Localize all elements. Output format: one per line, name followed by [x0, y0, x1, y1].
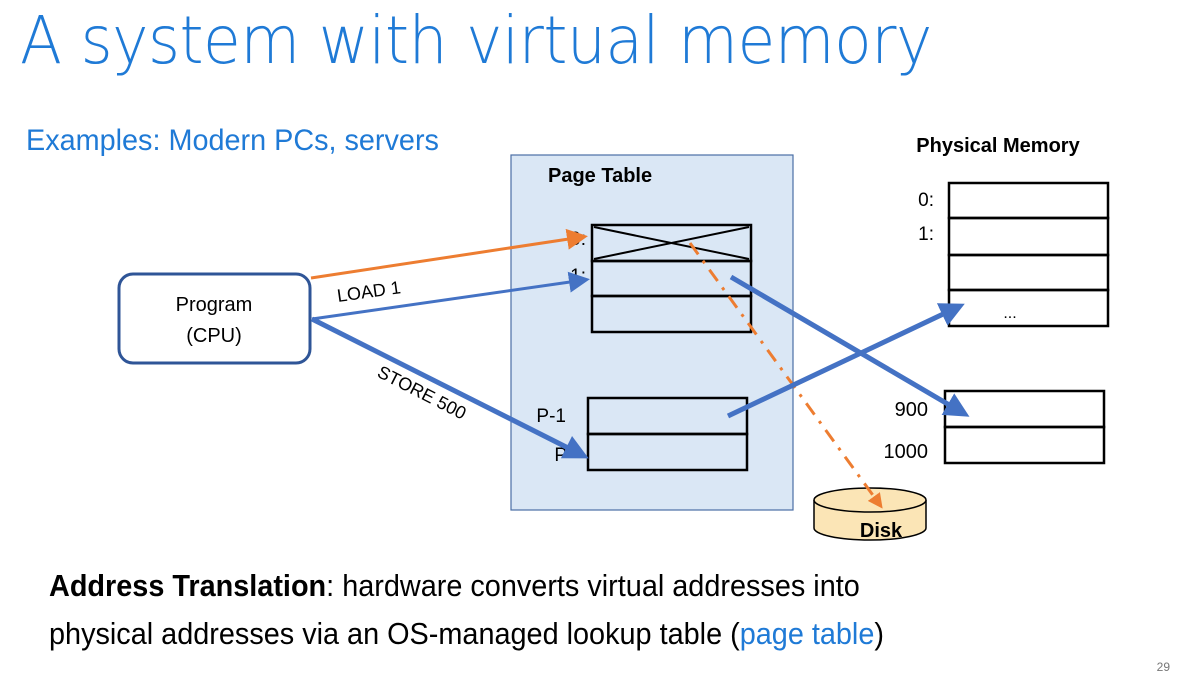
page-table-title: Page Table — [548, 165, 652, 187]
arrow-load-to-entry-1 — [311, 271, 590, 321]
page-table-label-p-1: P-1 — [536, 406, 566, 427]
physical-label-0: 0: — [918, 190, 934, 211]
invalid-entry-cross — [593, 226, 750, 260]
physical-label-900: 900 — [895, 399, 928, 421]
page-table-entry-2 — [590, 294, 753, 334]
physical-frame-0 — [947, 181, 1110, 220]
page-table-label-1: 1: — [570, 266, 586, 287]
physical-memory-bottom-frames — [943, 389, 1106, 465]
arrow-entry-p-1-to-frame — [726, 303, 965, 419]
program-label: Program — [176, 294, 253, 316]
physical-label-1000: 1000 — [884, 441, 929, 463]
program-cpu-box — [117, 272, 312, 365]
slide-title: A system with virtual memory — [20, 2, 932, 79]
physical-frame-3 — [947, 288, 1110, 328]
physical-frame-1 — [947, 216, 1110, 257]
disk-label: Disk — [860, 520, 903, 542]
caption-bold-term: Address Translation — [49, 568, 327, 603]
load-instruction-label: LOAD 1 — [336, 277, 402, 306]
caption: Address Translation: hardware converts v… — [49, 562, 884, 658]
arrow-store-to-entry-p — [310, 316, 589, 459]
page-table-top-entries — [590, 223, 753, 334]
physical-memory-top-frames — [947, 181, 1110, 328]
arrow-entry-0-to-disk — [688, 242, 883, 509]
physical-frame-1000 — [943, 425, 1106, 465]
arrow-entry-1-to-frame-900 — [729, 274, 970, 417]
physical-memory-ellipsis: ... — [1003, 305, 1016, 322]
caption-line-1: Address Translation: hardware converts v… — [49, 562, 884, 610]
slide-number: 29 — [1156, 660, 1170, 674]
physical-frame-2 — [947, 253, 1110, 292]
caption-line-2: physical addresses via an OS-managed loo… — [49, 610, 884, 658]
physical-frame-900 — [943, 389, 1106, 429]
cpu-label: (CPU) — [186, 325, 242, 347]
caption-line-1-text: : hardware converts virtual addresses in… — [326, 568, 860, 603]
caption-line-2-suffix: ) — [874, 616, 884, 651]
physical-label-1: 1: — [918, 224, 934, 245]
caption-line-2-prefix: physical addresses via an OS-managed loo… — [49, 616, 740, 651]
slide-subtitle: Examples: Modern PCs, servers — [26, 124, 439, 157]
arrow-program-to-entry-0 — [310, 228, 588, 280]
physical-memory-title: Physical Memory — [916, 135, 1080, 157]
caption-highlight: page table — [739, 616, 875, 651]
disk: Disk — [813, 487, 927, 542]
